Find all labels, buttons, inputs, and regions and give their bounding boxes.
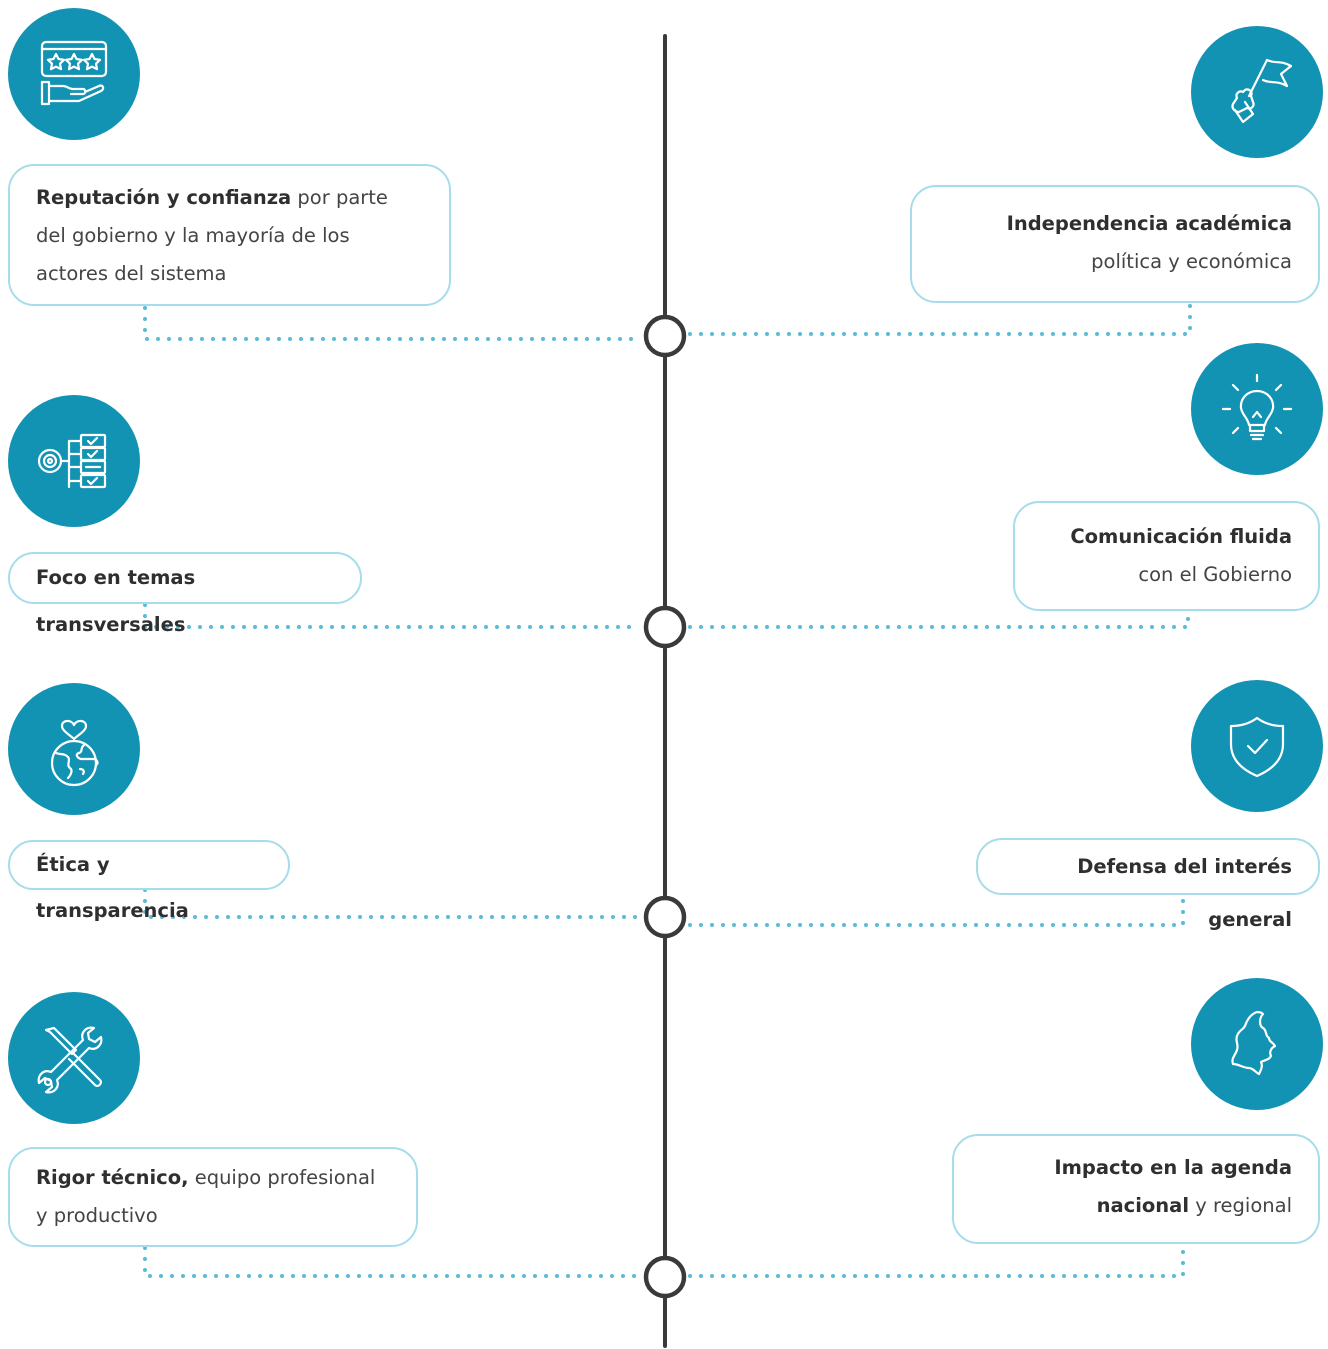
connector-left-4 — [143, 1246, 642, 1278]
connector-right-1 — [688, 303, 1192, 336]
card-defensa-bold: Defensa del interés general — [1077, 855, 1292, 931]
connector-left-1 — [143, 306, 642, 341]
flag-hand-icon — [1191, 26, 1323, 158]
card-foco-bold: Foco en temas transversales — [36, 566, 196, 636]
card-rigor-rest: equipo profesional y productivo — [36, 1166, 376, 1227]
wrench-screwdriver-icon — [8, 992, 140, 1124]
timeline-node-4 — [643, 1255, 687, 1299]
timeline-node-3 — [643, 895, 687, 939]
globe-heart-icon — [8, 683, 140, 815]
card-impacto-bold: Impacto en la agenda nacional — [1054, 1156, 1292, 1217]
card-defensa: Defensa del interés general — [976, 838, 1320, 931]
colombia-map-icon — [1191, 978, 1323, 1110]
timeline-node-2 — [643, 605, 687, 649]
connector-left-3 — [143, 888, 642, 919]
target-checklist-icon — [8, 395, 140, 527]
connector-right-3 — [688, 895, 1185, 927]
card-reputacion: Reputación y confianza por parte del gob… — [8, 164, 451, 306]
timeline-node-1 — [643, 314, 687, 358]
card-independencia-bold: Independencia académica — [1006, 212, 1292, 235]
card-foco: Foco en temas transversales — [8, 552, 362, 636]
card-independencia-rest: política y económica — [1091, 250, 1292, 273]
card-etica-bold: Ética y transparencia — [36, 853, 189, 922]
lightbulb-icon — [1191, 343, 1323, 475]
card-impacto: Impacto en la agenda nacional y regional — [952, 1134, 1320, 1244]
card-comunicacion: Comunicación fluida con el Gobierno — [1013, 501, 1320, 611]
card-comunicacion-rest: con el Gobierno — [1138, 563, 1292, 586]
card-etica: Ética y transparencia — [8, 840, 290, 922]
connector-right-2 — [688, 610, 1190, 629]
stars-hand-icon — [8, 8, 140, 140]
card-reputacion-bold: Reputación y confianza — [36, 186, 292, 209]
card-impacto-rest: y regional — [1189, 1194, 1292, 1217]
connector-right-4 — [688, 1245, 1185, 1278]
card-comunicacion-bold: Comunicación fluida — [1070, 525, 1292, 548]
card-independencia: Independencia académica política y econó… — [910, 185, 1320, 303]
shield-check-icon — [1191, 680, 1323, 812]
card-reputacion-rest: por parte del gobierno y la mayoría de l… — [36, 186, 388, 285]
connector-left-2 — [143, 603, 642, 629]
card-rigor-bold: Rigor técnico, — [36, 1166, 189, 1189]
card-rigor: Rigor técnico, equipo profesional y prod… — [8, 1147, 418, 1247]
